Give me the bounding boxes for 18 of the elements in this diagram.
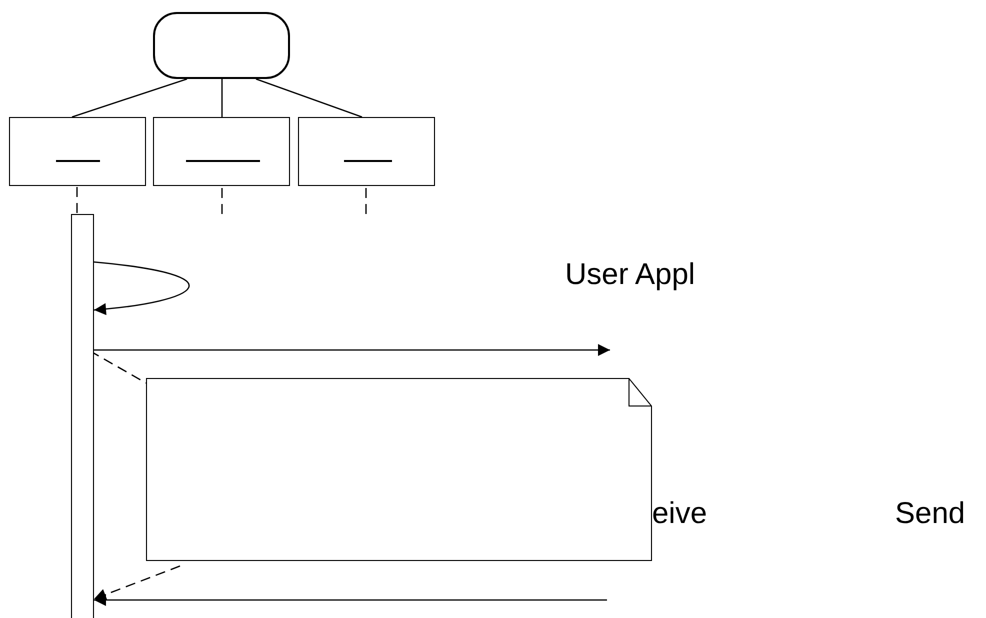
activation-bar: [71, 214, 94, 618]
connector-line: [221, 79, 223, 117]
message-arrow: [94, 344, 610, 356]
dashed-line: [76, 187, 78, 214]
dashed-line: [221, 188, 223, 214]
self-message-arrow: [94, 261, 190, 315]
diagram-text: User Appl: [565, 258, 696, 292]
message-arrow: [94, 565, 180, 600]
connector-line: [72, 78, 188, 118]
diagram-text: Send: [895, 497, 966, 531]
connector-line: [256, 78, 362, 118]
rounded-box: [153, 12, 290, 79]
message-arrow: [94, 594, 607, 606]
object-box: [9, 117, 146, 186]
diagram-text: eive: [652, 497, 708, 531]
dashed-line: [365, 188, 367, 214]
object-box: [298, 117, 435, 186]
object-box: [153, 117, 290, 186]
